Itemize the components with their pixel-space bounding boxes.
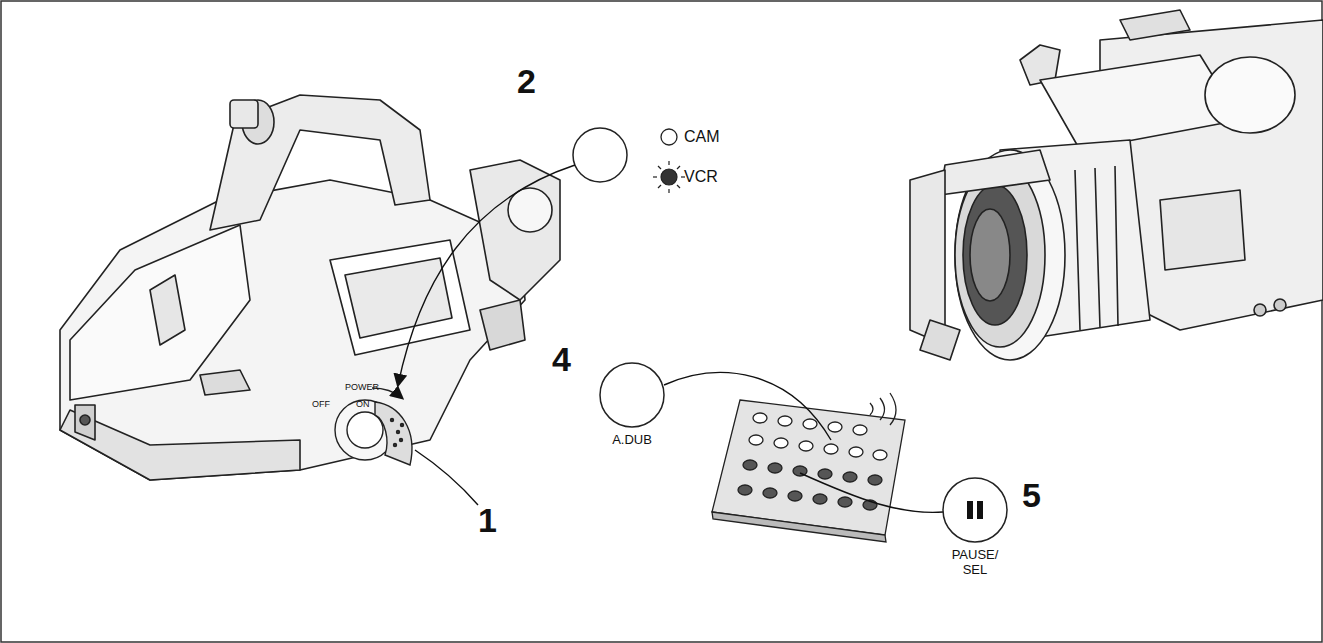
button-label: PAUSE/ SEL (944, 548, 1006, 578)
switch-label: OFF (312, 400, 330, 409)
power-switch (335, 388, 412, 465)
button-label: A.DUB (592, 433, 672, 448)
mode-label: VCR (684, 169, 718, 185)
mode-label: CAM (684, 129, 720, 145)
left-camcorder (60, 95, 560, 480)
callout-number: 1 (478, 503, 497, 537)
cam-lamp (661, 129, 677, 145)
leader-line (398, 165, 575, 385)
callout-number: 2 (517, 64, 536, 98)
ir-signal (870, 393, 896, 425)
button-circle (598, 361, 666, 429)
mode-button (573, 128, 627, 182)
switch-label: POWER (345, 383, 379, 392)
callout-number: 5 (1022, 478, 1041, 512)
vcr-lamp (653, 161, 685, 193)
right-camcorder (910, 10, 1323, 360)
remote-control (712, 400, 905, 542)
leader-line (415, 450, 478, 505)
leader-line (664, 373, 831, 440)
button-callout: A.DUB (592, 361, 672, 448)
switch-label: ON (356, 400, 370, 409)
button-circle (941, 476, 1009, 544)
callout-number: 4 (552, 342, 571, 376)
button-callout: PAUSE/ SEL (935, 476, 1015, 578)
leader-line (800, 473, 943, 512)
